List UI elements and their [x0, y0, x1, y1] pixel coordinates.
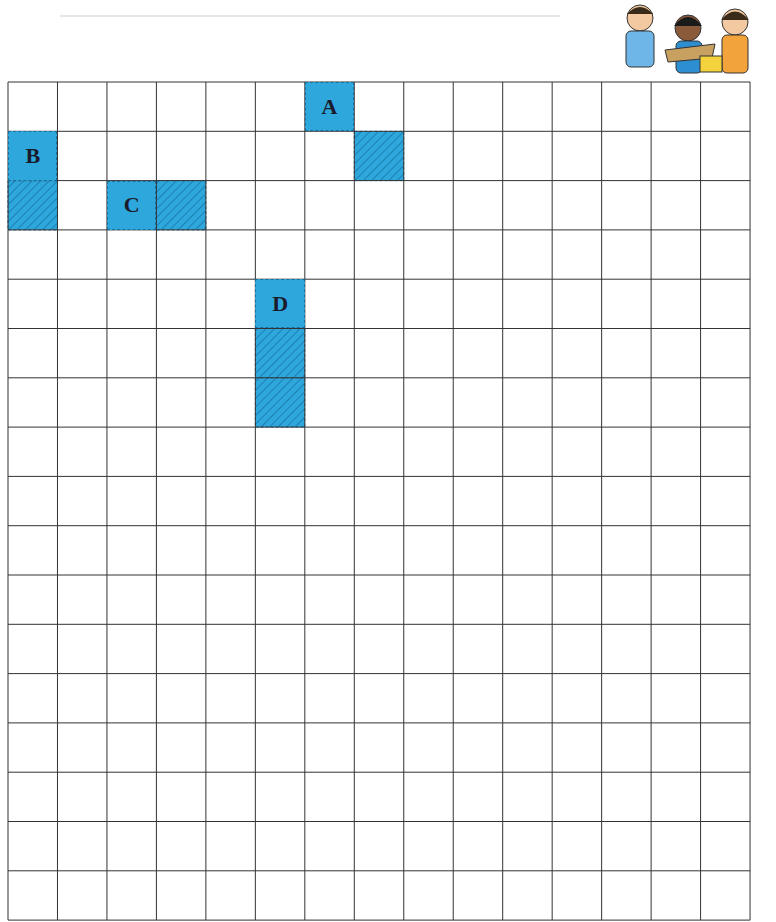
- shaded-cell: [156, 181, 205, 230]
- grid-line: [601, 82, 602, 920]
- grid-line: [502, 82, 503, 920]
- grid-line: [304, 82, 305, 920]
- grid-line: [8, 575, 750, 576]
- grid-line: [700, 82, 701, 920]
- grid-line: [403, 82, 404, 920]
- shaded-cell: [255, 378, 304, 427]
- cell-letter: C: [124, 194, 140, 216]
- shaded-cell: [255, 329, 304, 378]
- grid-line: [8, 476, 750, 477]
- grid-line: [8, 920, 750, 921]
- shaded-cell: [8, 181, 57, 230]
- grid-line: [8, 377, 750, 378]
- grid-line: [8, 772, 750, 773]
- grid-line: [8, 821, 750, 822]
- grid-line: [8, 525, 750, 526]
- grid-line: [8, 427, 750, 428]
- grid-line: [552, 82, 553, 920]
- labelled-cell: B: [8, 131, 57, 180]
- grid-line: [8, 328, 750, 329]
- grid-line: [255, 82, 256, 920]
- grid-line: [205, 82, 206, 920]
- cell-letter: D: [272, 293, 288, 315]
- cell-letter: B: [25, 145, 40, 167]
- labelled-cell: D: [255, 279, 304, 328]
- faint-rule: [60, 15, 560, 17]
- shaded-cell: [354, 131, 403, 180]
- grid-line: [750, 82, 751, 920]
- grid-line: [8, 673, 750, 674]
- grid-line: [8, 131, 750, 132]
- grid-line: [651, 82, 652, 920]
- labelled-cell: C: [107, 181, 156, 230]
- cell-letter: A: [322, 96, 338, 118]
- grid-line: [8, 82, 9, 920]
- grid-line: [8, 624, 750, 625]
- grid-line: [453, 82, 454, 920]
- labelled-cell: A: [305, 82, 354, 131]
- grid-lines: [8, 82, 750, 920]
- grid-line: [8, 82, 750, 83]
- grid-line: [8, 279, 750, 280]
- grid-line: [8, 722, 750, 723]
- grid-line: [354, 82, 355, 920]
- grid-line: [8, 870, 750, 871]
- grid-line: [57, 82, 58, 920]
- children-illustration: [626, 5, 749, 73]
